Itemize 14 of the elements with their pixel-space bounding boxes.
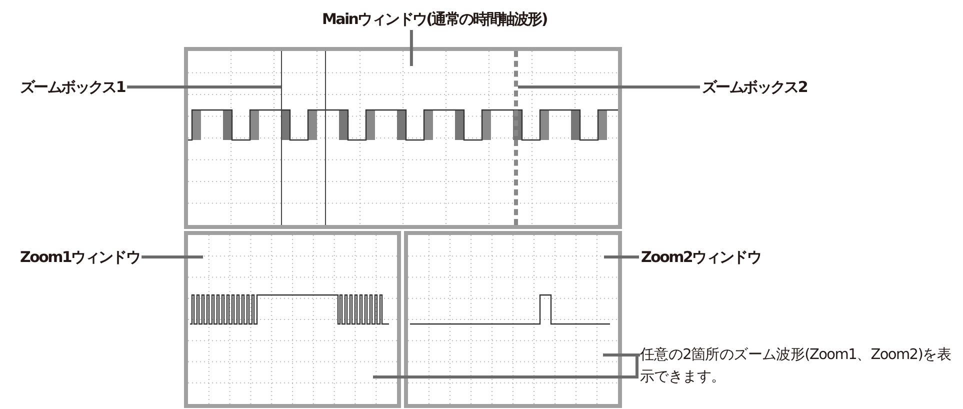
zoom-box: [514, 51, 518, 225]
zoom-box-label: ズームボックス2: [702, 76, 808, 98]
leader-line: [127, 86, 281, 88]
leader-line: [410, 30, 413, 66]
note-text: 任意の2箇所のズーム波形(Zoom1、Zoom2)を表示できます。: [640, 344, 960, 388]
leader-line: [142, 256, 203, 258]
window-label: Mainウィンドウ(通常の時間軸波形): [322, 8, 547, 30]
leader-line: [373, 354, 640, 378]
zoom-box-label: ズームボックス1: [20, 76, 126, 98]
leader-line: [604, 256, 639, 258]
zoom-box: [281, 51, 326, 225]
window-label: Zoom2ウィンドウ: [641, 246, 761, 268]
leader-line: [518, 86, 700, 88]
window-label: Zoom1ウィンドウ: [20, 246, 140, 268]
